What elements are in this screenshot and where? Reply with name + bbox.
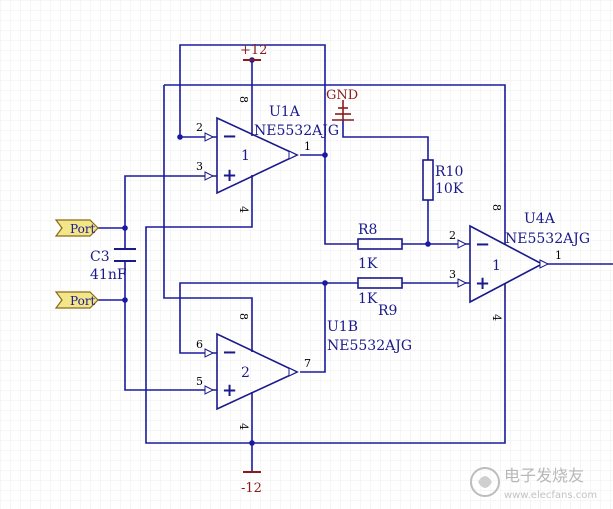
junction-dot: [177, 134, 183, 140]
u1b-plus-symbol: +: [222, 380, 237, 401]
u1b-pin-out: 7: [304, 357, 311, 370]
watermark-brand: 电子发烧友: [504, 466, 584, 485]
u4a-designator: U4A: [524, 211, 556, 227]
u1a-pin-out: 1: [304, 140, 311, 153]
wires: [96, 44, 613, 472]
u1b-pin-vpos: 8: [237, 313, 250, 320]
resistor-r9: 1K R9: [357, 277, 403, 319]
r9-value: 1K: [358, 291, 378, 307]
resistor-r8: R8 1K: [357, 222, 403, 272]
u1b-part: NE5532AJG: [327, 338, 412, 354]
u1a-unit: 1: [241, 148, 250, 164]
u1b-unit: 2: [241, 365, 250, 381]
u4a-part: NE5532AJG: [505, 231, 590, 247]
power-neg12: -12: [241, 471, 262, 496]
junction-dot: [322, 280, 328, 286]
c3-designator: C3: [90, 249, 110, 265]
u1a-pin-vpos: 8: [237, 96, 250, 103]
watermark-logo-icon: [470, 467, 500, 497]
port-1-label: Port: [70, 222, 96, 236]
u4a-unit: 1: [492, 258, 501, 274]
u1a-pin-noninv: 3: [196, 160, 203, 173]
junction-dot: [122, 297, 128, 303]
junction-dot: [425, 241, 431, 247]
wire-port2-u1b: [96, 299, 217, 391]
opamp-u1b: − + 2 6 5 7 8 4 U1B NE5532AJG: [196, 313, 412, 430]
u4a-pin-vneg: 4: [490, 314, 503, 321]
opamp-u4a: − + 1 2 3 1 8 4 U4A NE5532AJG: [449, 204, 590, 321]
u1a-pin-vneg: 4: [237, 206, 250, 213]
port-2: Port: [54, 291, 99, 309]
u4a-pin-out: 1: [555, 249, 562, 262]
junctions: [122, 57, 431, 446]
wire-r10-gnd: [342, 120, 429, 160]
pos12-label: +12: [240, 43, 267, 58]
u1b-designator: U1B: [327, 319, 358, 335]
wire-u1a-v4: [145, 190, 506, 444]
resistor-r10: R10 10K: [422, 159, 464, 201]
r8-designator: R8: [358, 222, 377, 238]
wire-rail-top-left: [163, 85, 253, 318]
wire-u1a-out-r8: [300, 154, 358, 245]
watermark-url: www.elecfans.com: [504, 490, 597, 501]
opamp-u1a: − + 1 2 3 1 8 4 U1A NE5532AJG: [196, 96, 339, 213]
u1b-minus-symbol: −: [222, 342, 237, 363]
r10-designator: R10: [435, 164, 463, 180]
watermark: 电子发烧友 www.elecfans.com: [470, 466, 597, 501]
u4a-plus-symbol: +: [475, 273, 490, 294]
u1a-part: NE5532AJG: [254, 123, 339, 139]
u1b-pin-noninv: 5: [196, 375, 203, 388]
u1a-designator: U1A: [269, 104, 301, 120]
u1b-pin-vneg: 4: [237, 423, 250, 430]
junction-dot: [249, 440, 255, 446]
u1a-minus-symbol: −: [222, 126, 237, 147]
wire-rail-top: [164, 84, 506, 232]
u4a-pin-inv: 2: [449, 229, 456, 242]
power-pos12: +12: [240, 43, 267, 61]
c3-value: 41nF: [90, 267, 127, 283]
wire-port1-u1a: [96, 175, 217, 229]
capacitor-c3: C3 41nF: [90, 248, 136, 283]
u1a-pin-inv: 2: [196, 121, 203, 134]
junction-dot: [322, 152, 328, 158]
u1b-pin-inv: 6: [196, 338, 203, 351]
neg12-label: -12: [241, 481, 262, 496]
junction-dot: [122, 225, 128, 231]
r10-value: 10K: [435, 181, 464, 197]
r8-value: 1K: [358, 256, 378, 272]
r9-designator: R9: [378, 303, 397, 319]
wire-u1a-feedback: [179, 44, 326, 155]
u4a-minus-symbol: −: [475, 234, 490, 255]
u1a-plus-symbol: +: [222, 165, 237, 186]
port-2-label: Port: [70, 294, 96, 308]
u4a-pin-noninv: 3: [449, 268, 456, 281]
u4a-pin-vpos: 8: [490, 204, 503, 211]
gnd-label: GND: [326, 88, 358, 103]
ground-symbol: GND: [326, 88, 358, 121]
port-1: Port: [54, 219, 99, 237]
wire-u1b-feedback: [179, 282, 326, 373]
